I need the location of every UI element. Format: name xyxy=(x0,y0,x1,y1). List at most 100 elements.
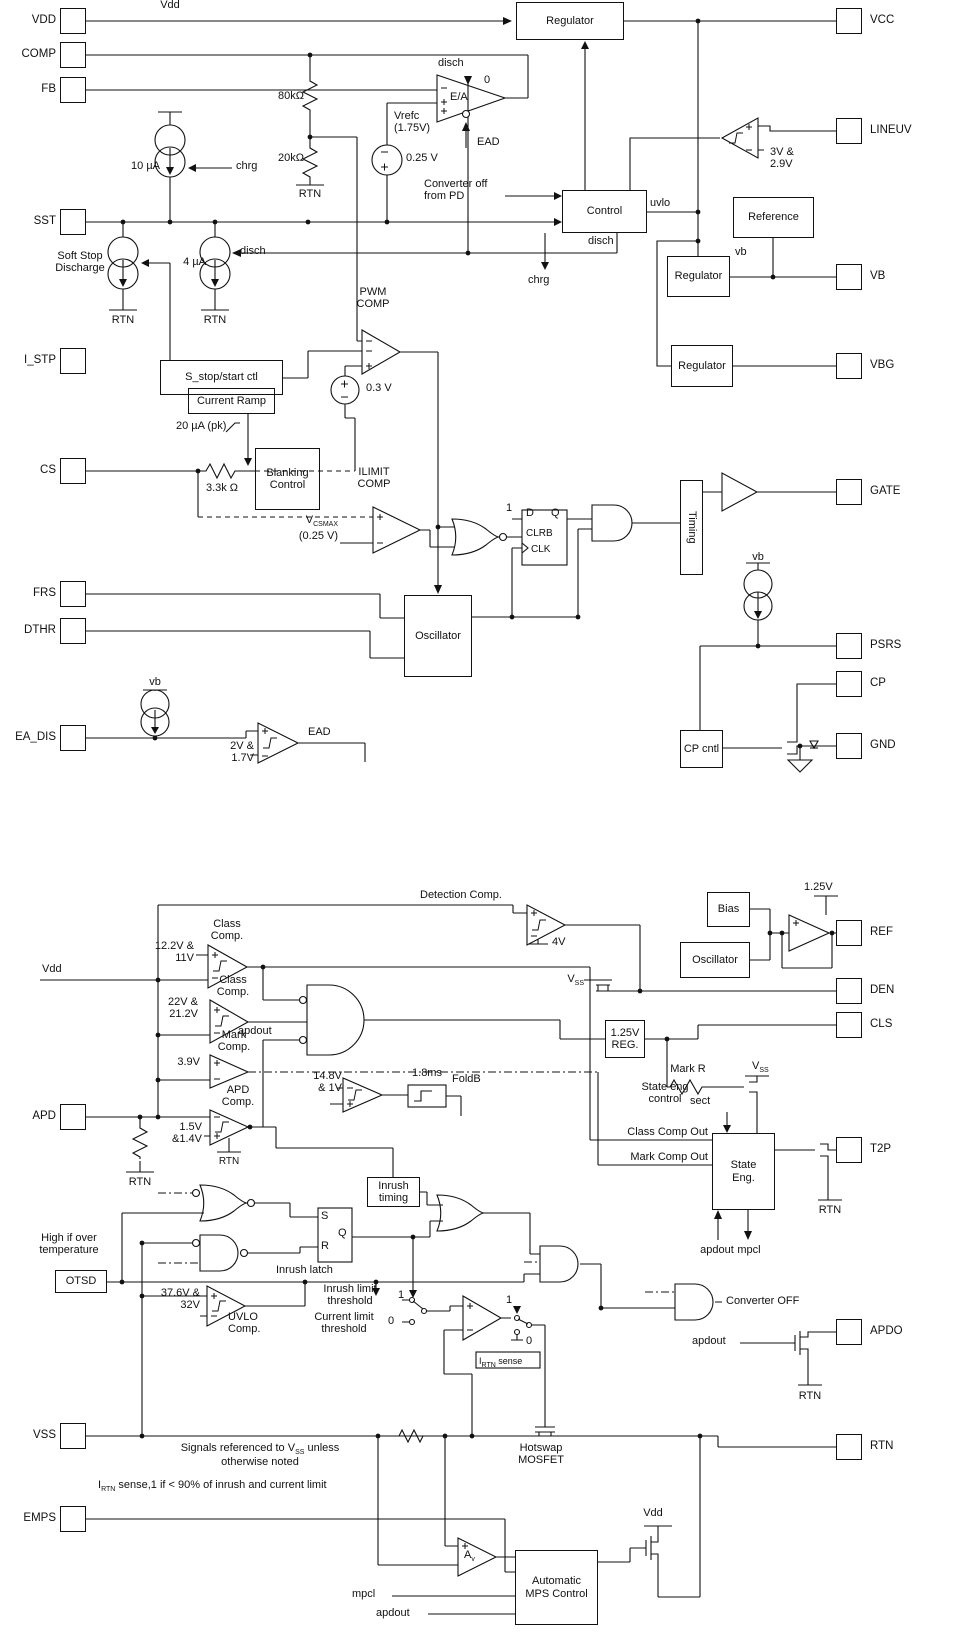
block-bias: Bias xyxy=(707,892,750,927)
label-ref-class1: 12.2V & 11V xyxy=(140,940,194,964)
label-uvlo-comp-part: UVLO Comp. xyxy=(228,1311,261,1335)
label-chrg-src-part: chrg xyxy=(236,160,258,172)
label-vdd-bottom-part: Vdd xyxy=(42,963,62,975)
label-conv-off-pd: Converter off from PD xyxy=(424,178,510,202)
block-reg-125v: 1.25V REG. xyxy=(605,1020,645,1058)
label-conv-off-pd-part: Converter off from PD xyxy=(424,178,488,202)
label-ilimit-comp: ILIMIT COMP xyxy=(348,466,400,490)
junction-dots xyxy=(119,18,835,1439)
pin-gnd xyxy=(836,733,862,759)
label-det-comp: Detection Comp. xyxy=(420,889,524,901)
resistor-80k xyxy=(301,78,319,113)
label-i-4ua-part: 4 µA xyxy=(183,256,206,268)
pin-label-ref: REF xyxy=(870,926,893,938)
label-v-03-part: 0.3 V xyxy=(366,382,392,394)
label-zero-current-part: 0 xyxy=(388,1315,395,1327)
pin-sst xyxy=(60,209,86,235)
label-dff-q-part: Q xyxy=(551,507,560,519)
pin-label-dthr: DTHR xyxy=(24,624,56,636)
label-sig-note-part: unless otherwise noted xyxy=(221,1442,340,1469)
label-vss-markr: VSS xyxy=(752,1060,788,1074)
label-lineuv-ref: 3V & 2.9V xyxy=(770,146,810,170)
label-current-th: Current limit threshold xyxy=(304,1311,384,1335)
label-irtn-sense: IRTN sense xyxy=(479,1355,539,1369)
label-dff-clk: CLK xyxy=(531,544,561,556)
resistor-vss xyxy=(397,1428,427,1444)
label-vdd-mps-part: Vdd xyxy=(643,1507,663,1519)
label-rtn-softstop-part: RTN xyxy=(111,314,135,326)
label-disch-control: disch xyxy=(588,235,628,247)
pin-label-gate: GATE xyxy=(870,485,901,497)
label-ea-zero: 0 xyxy=(484,74,496,86)
logic-bubbles xyxy=(191,109,508,1258)
label-ref-uvlo-part: 37.6V & 32V xyxy=(160,1287,200,1311)
av-amp xyxy=(457,1537,498,1577)
label-hotswap: Hotswap MOSFET xyxy=(508,1442,574,1466)
label-class-comp-1-part: Class Comp. xyxy=(210,918,244,942)
pin-label-vb: VB xyxy=(870,270,886,282)
label-irtn-note: IRTN sense,1 if < 90% of inrush and curr… xyxy=(98,1479,388,1493)
pin-emps xyxy=(60,1506,86,1532)
label-vss-den-part: V xyxy=(567,973,575,985)
label-ea-zero-part: 0 xyxy=(484,74,491,86)
label-latch-r: R xyxy=(321,1240,333,1252)
label-ea-name: E/A xyxy=(450,91,480,103)
label-mpcl-se: mpcl xyxy=(730,1244,768,1256)
label-hotswap-part: Hotswap MOSFET xyxy=(518,1442,564,1466)
class-comp1 xyxy=(207,944,249,989)
label-sig-note: Signals referenced to VSS unless otherwi… xyxy=(158,1442,362,1468)
label-rtn-t2p-part: RTN xyxy=(818,1204,842,1216)
pin-t2p xyxy=(836,1137,862,1163)
label-irtn-sense-part: I xyxy=(479,1356,482,1366)
pin-label-vdd: VDD xyxy=(31,14,56,26)
label-state-ctl-part: State eng control xyxy=(641,1081,689,1105)
label-rtn-apdcomp: RTN xyxy=(211,1156,247,1168)
label-zero-sel-part: 0 xyxy=(526,1335,533,1347)
label-apdout-se: apdout xyxy=(694,1244,740,1256)
dff-box xyxy=(521,509,568,566)
label-irtn-note-part: sense,1 if < 90% of inrush and current l… xyxy=(115,1479,327,1491)
label-sect-part: sect xyxy=(690,1095,711,1107)
label-apdout-se-part: apdout xyxy=(700,1244,734,1256)
label-apdout-and-part: apdout xyxy=(238,1025,272,1037)
pwm-comp xyxy=(361,329,402,375)
label-latch-q: Q xyxy=(338,1227,350,1239)
polarity-marks xyxy=(211,87,799,1549)
label-rtn-t2p: RTN xyxy=(812,1204,848,1216)
label-zero-sel: 0 xyxy=(526,1335,538,1347)
label-v-125-part: 1.25V xyxy=(804,881,833,893)
label-i-10ua-part: 10 µA xyxy=(131,160,160,172)
label-latch-r-part: R xyxy=(321,1240,329,1252)
detection-comp xyxy=(526,904,567,946)
label-class-comp-2: Class Comp. xyxy=(208,974,258,998)
label-vrefc-part: Vrefc (1.75V) xyxy=(394,110,431,134)
pin-vdd xyxy=(60,8,86,34)
pin-frs xyxy=(60,581,86,607)
label-res-20k-part: 20kΩ xyxy=(278,152,304,164)
pin-label-vbg: VBG xyxy=(870,359,895,371)
label-ms-18-part: 1.8ms xyxy=(412,1067,442,1079)
pin-lineuv xyxy=(836,118,862,144)
label-class-comp-out: Class Comp Out xyxy=(608,1126,708,1138)
label-ead-ea-part: EAD xyxy=(477,136,500,148)
irtn-comp xyxy=(462,1295,503,1341)
label-i-20ua: 20 µA (pk) xyxy=(176,420,248,432)
pin-cs xyxy=(60,458,86,484)
ramp-glyph xyxy=(225,422,240,433)
label-inrush-th: Inrush limit threshold xyxy=(312,1283,388,1307)
label-res-20k: 20kΩ xyxy=(256,152,304,164)
label-chrg-src: chrg xyxy=(236,160,272,172)
pin-label-ea-dis: EA_DIS xyxy=(15,731,56,743)
block-auto-mps: Automatic MPS Control xyxy=(515,1550,598,1625)
block-blanking-control: Blanking Control xyxy=(255,448,320,510)
hysteresis-glyphs xyxy=(212,132,743,1312)
label-high-temp: High if over temperature xyxy=(24,1232,114,1256)
resistor-markr xyxy=(667,1078,707,1096)
cp-diode xyxy=(809,740,819,750)
pin-label-apdo: APDO xyxy=(870,1325,903,1337)
label-mark-comp-part: Mark Comp. xyxy=(217,1029,251,1053)
label-eadis-ref-part: 2V & 1.7V xyxy=(230,740,254,764)
pin-label-vss: VSS xyxy=(32,1429,56,1441)
pin-label-den: DEN xyxy=(870,984,895,996)
label-chrg-control: chrg xyxy=(528,274,564,286)
